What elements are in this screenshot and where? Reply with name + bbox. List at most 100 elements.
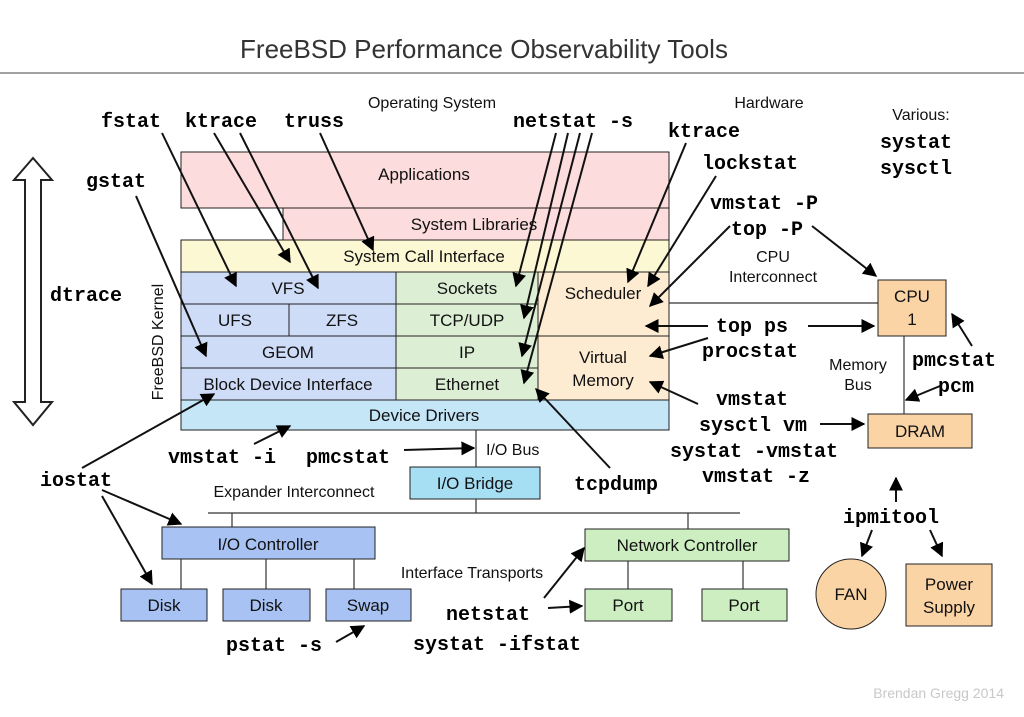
system-call-interface-label: System Call Interface bbox=[343, 247, 505, 266]
power-supply-box bbox=[905, 563, 993, 627]
system-libraries-layer bbox=[282, 207, 670, 241]
tool-systat-ifstat: systat -ifstat bbox=[413, 634, 581, 657]
geom-label: GEOM bbox=[262, 343, 314, 362]
tool-pmcstat-hw: pmcstat bbox=[912, 350, 996, 373]
arrow-ktrace-vfs-1 bbox=[213, 132, 291, 264]
tool-fstat: fstat bbox=[101, 111, 161, 134]
heading-operating-system: Operating System bbox=[368, 95, 496, 112]
tool-netstat: netstat bbox=[446, 604, 530, 627]
disk-2-box bbox=[222, 588, 311, 622]
io-controller-label: I/O Controller bbox=[217, 535, 318, 554]
arrow-ipmitool-power bbox=[929, 529, 944, 558]
kernel-label: FreeBSD Kernel bbox=[150, 284, 167, 401]
tool-pmcstat-io: pmcstat bbox=[306, 447, 390, 470]
arrow-netstat-ethernet bbox=[520, 132, 593, 385]
device-drivers-layer bbox=[180, 399, 670, 431]
io-bridge-label: I/O Bridge bbox=[437, 474, 514, 493]
tool-truss: truss bbox=[284, 111, 344, 134]
ufs-label: UFS bbox=[218, 311, 252, 330]
tool-ktrace-os: ktrace bbox=[185, 111, 257, 134]
arrow-ipmitool-fan bbox=[859, 529, 874, 558]
tool-vmstat-z: vmstat -z bbox=[702, 466, 810, 489]
io-bridge-box bbox=[409, 466, 541, 500]
tool-vmstat-i: vmstat -i bbox=[168, 447, 276, 470]
cpu-label-1: CPU bbox=[894, 287, 930, 306]
arrow-fstat-vfs bbox=[161, 132, 237, 288]
arrow-vmstat-i-drivers bbox=[253, 425, 292, 445]
arrow-netstat-network-controller bbox=[543, 546, 585, 599]
swap-label: Swap bbox=[347, 596, 390, 615]
tool-gstat: gstat bbox=[86, 171, 146, 194]
scheduler-label: Scheduler bbox=[565, 284, 642, 303]
arrow-iostat-io-controller bbox=[101, 489, 183, 526]
tcp-udp-layer bbox=[395, 303, 539, 337]
power-supply-label-2: Supply bbox=[923, 598, 975, 617]
cpu-interconnect-label-2: Interconnect bbox=[729, 269, 818, 286]
virtual-memory-layer bbox=[537, 335, 670, 401]
arrow-top-p-cpu bbox=[811, 225, 878, 277]
tool-top-ps: top ps bbox=[716, 316, 788, 339]
arrow-netstat-sockets bbox=[512, 132, 557, 288]
port-1-label: Port bbox=[612, 596, 643, 615]
ip-label: IP bbox=[459, 343, 475, 362]
arrow-procstat-vm bbox=[648, 337, 709, 359]
arrow-netstat-port bbox=[547, 599, 584, 614]
heading-hardware: Hardware bbox=[734, 95, 803, 112]
credit-text: Brendan Gregg 2014 bbox=[873, 685, 1004, 701]
port-2-label: Port bbox=[728, 596, 759, 615]
tool-vmstat: vmstat bbox=[716, 389, 788, 412]
vfs-label: VFS bbox=[271, 279, 304, 298]
block-device-interface-label: Block Device Interface bbox=[203, 375, 372, 394]
zfs-layer bbox=[288, 303, 397, 337]
disk-1-label: Disk bbox=[147, 596, 181, 615]
tool-arrows bbox=[81, 132, 973, 643]
tool-systat: systat bbox=[880, 132, 952, 155]
network-controller-label: Network Controller bbox=[617, 536, 758, 555]
disk-1-box bbox=[120, 588, 208, 622]
arrow-ktrace-vfs-2 bbox=[239, 132, 319, 290]
tool-top-p: top -P bbox=[731, 219, 803, 242]
tool-netstat-s: netstat -s bbox=[513, 111, 633, 134]
tool-sysctl: sysctl bbox=[880, 158, 952, 181]
tool-iostat: iostat bbox=[40, 470, 112, 493]
network-controller-box bbox=[584, 528, 790, 562]
virtual-memory-label-2: Memory bbox=[572, 371, 634, 390]
arrow-iostat-disk bbox=[101, 495, 153, 586]
tool-pstat-s: pstat -s bbox=[226, 635, 322, 658]
tool-ktrace-hw: ktrace bbox=[668, 121, 740, 144]
device-drivers-label: Device Drivers bbox=[369, 406, 480, 425]
arrow-netstat-tcp bbox=[520, 132, 569, 320]
page-title: FreeBSD Performance Observability Tools bbox=[240, 34, 728, 64]
interface-transports-label: Interface Transports bbox=[401, 565, 543, 582]
arrow-pstat-swap bbox=[335, 625, 366, 643]
expander-interconnect-label: Expander Interconnect bbox=[214, 484, 376, 501]
tool-dtrace: dtrace bbox=[50, 285, 122, 308]
fan-circle bbox=[815, 558, 887, 630]
arrow-netstat-ip bbox=[518, 132, 581, 358]
disk-2-label: Disk bbox=[249, 596, 283, 615]
heading-various: Various: bbox=[892, 107, 950, 124]
system-libraries-label: System Libraries bbox=[411, 215, 538, 234]
arrow-top-p-scheduler bbox=[649, 225, 731, 307]
swap-box bbox=[325, 588, 412, 622]
tool-vmstat-p: vmstat -P bbox=[710, 193, 818, 216]
arrow-ktrace-scheduler bbox=[626, 142, 687, 284]
arrow-lockstat-scheduler bbox=[647, 175, 717, 288]
port-2-box bbox=[701, 588, 788, 622]
cpu-label-2: 1 bbox=[907, 310, 916, 329]
applications-label: Applications bbox=[378, 165, 470, 184]
arrow-pmcstat-io-bus bbox=[403, 441, 476, 456]
fan-label: FAN bbox=[834, 585, 867, 604]
tool-ipmitool: ipmitool bbox=[843, 507, 939, 530]
io-bus-label: I/O Bus bbox=[486, 442, 539, 459]
tcp-udp-label: TCP/UDP bbox=[430, 311, 505, 330]
ip-layer bbox=[395, 335, 539, 369]
virtual-memory-label-1: Virtual bbox=[579, 348, 627, 367]
dram-box bbox=[867, 413, 973, 449]
tool-systat-vmstat: systat -vmstat bbox=[670, 441, 838, 464]
memory-bus-label-2: Bus bbox=[844, 377, 872, 394]
sockets-label: Sockets bbox=[437, 279, 497, 298]
cpu-box bbox=[877, 279, 947, 337]
io-controller-box bbox=[161, 526, 376, 560]
arrow-iostat-block bbox=[81, 393, 216, 469]
